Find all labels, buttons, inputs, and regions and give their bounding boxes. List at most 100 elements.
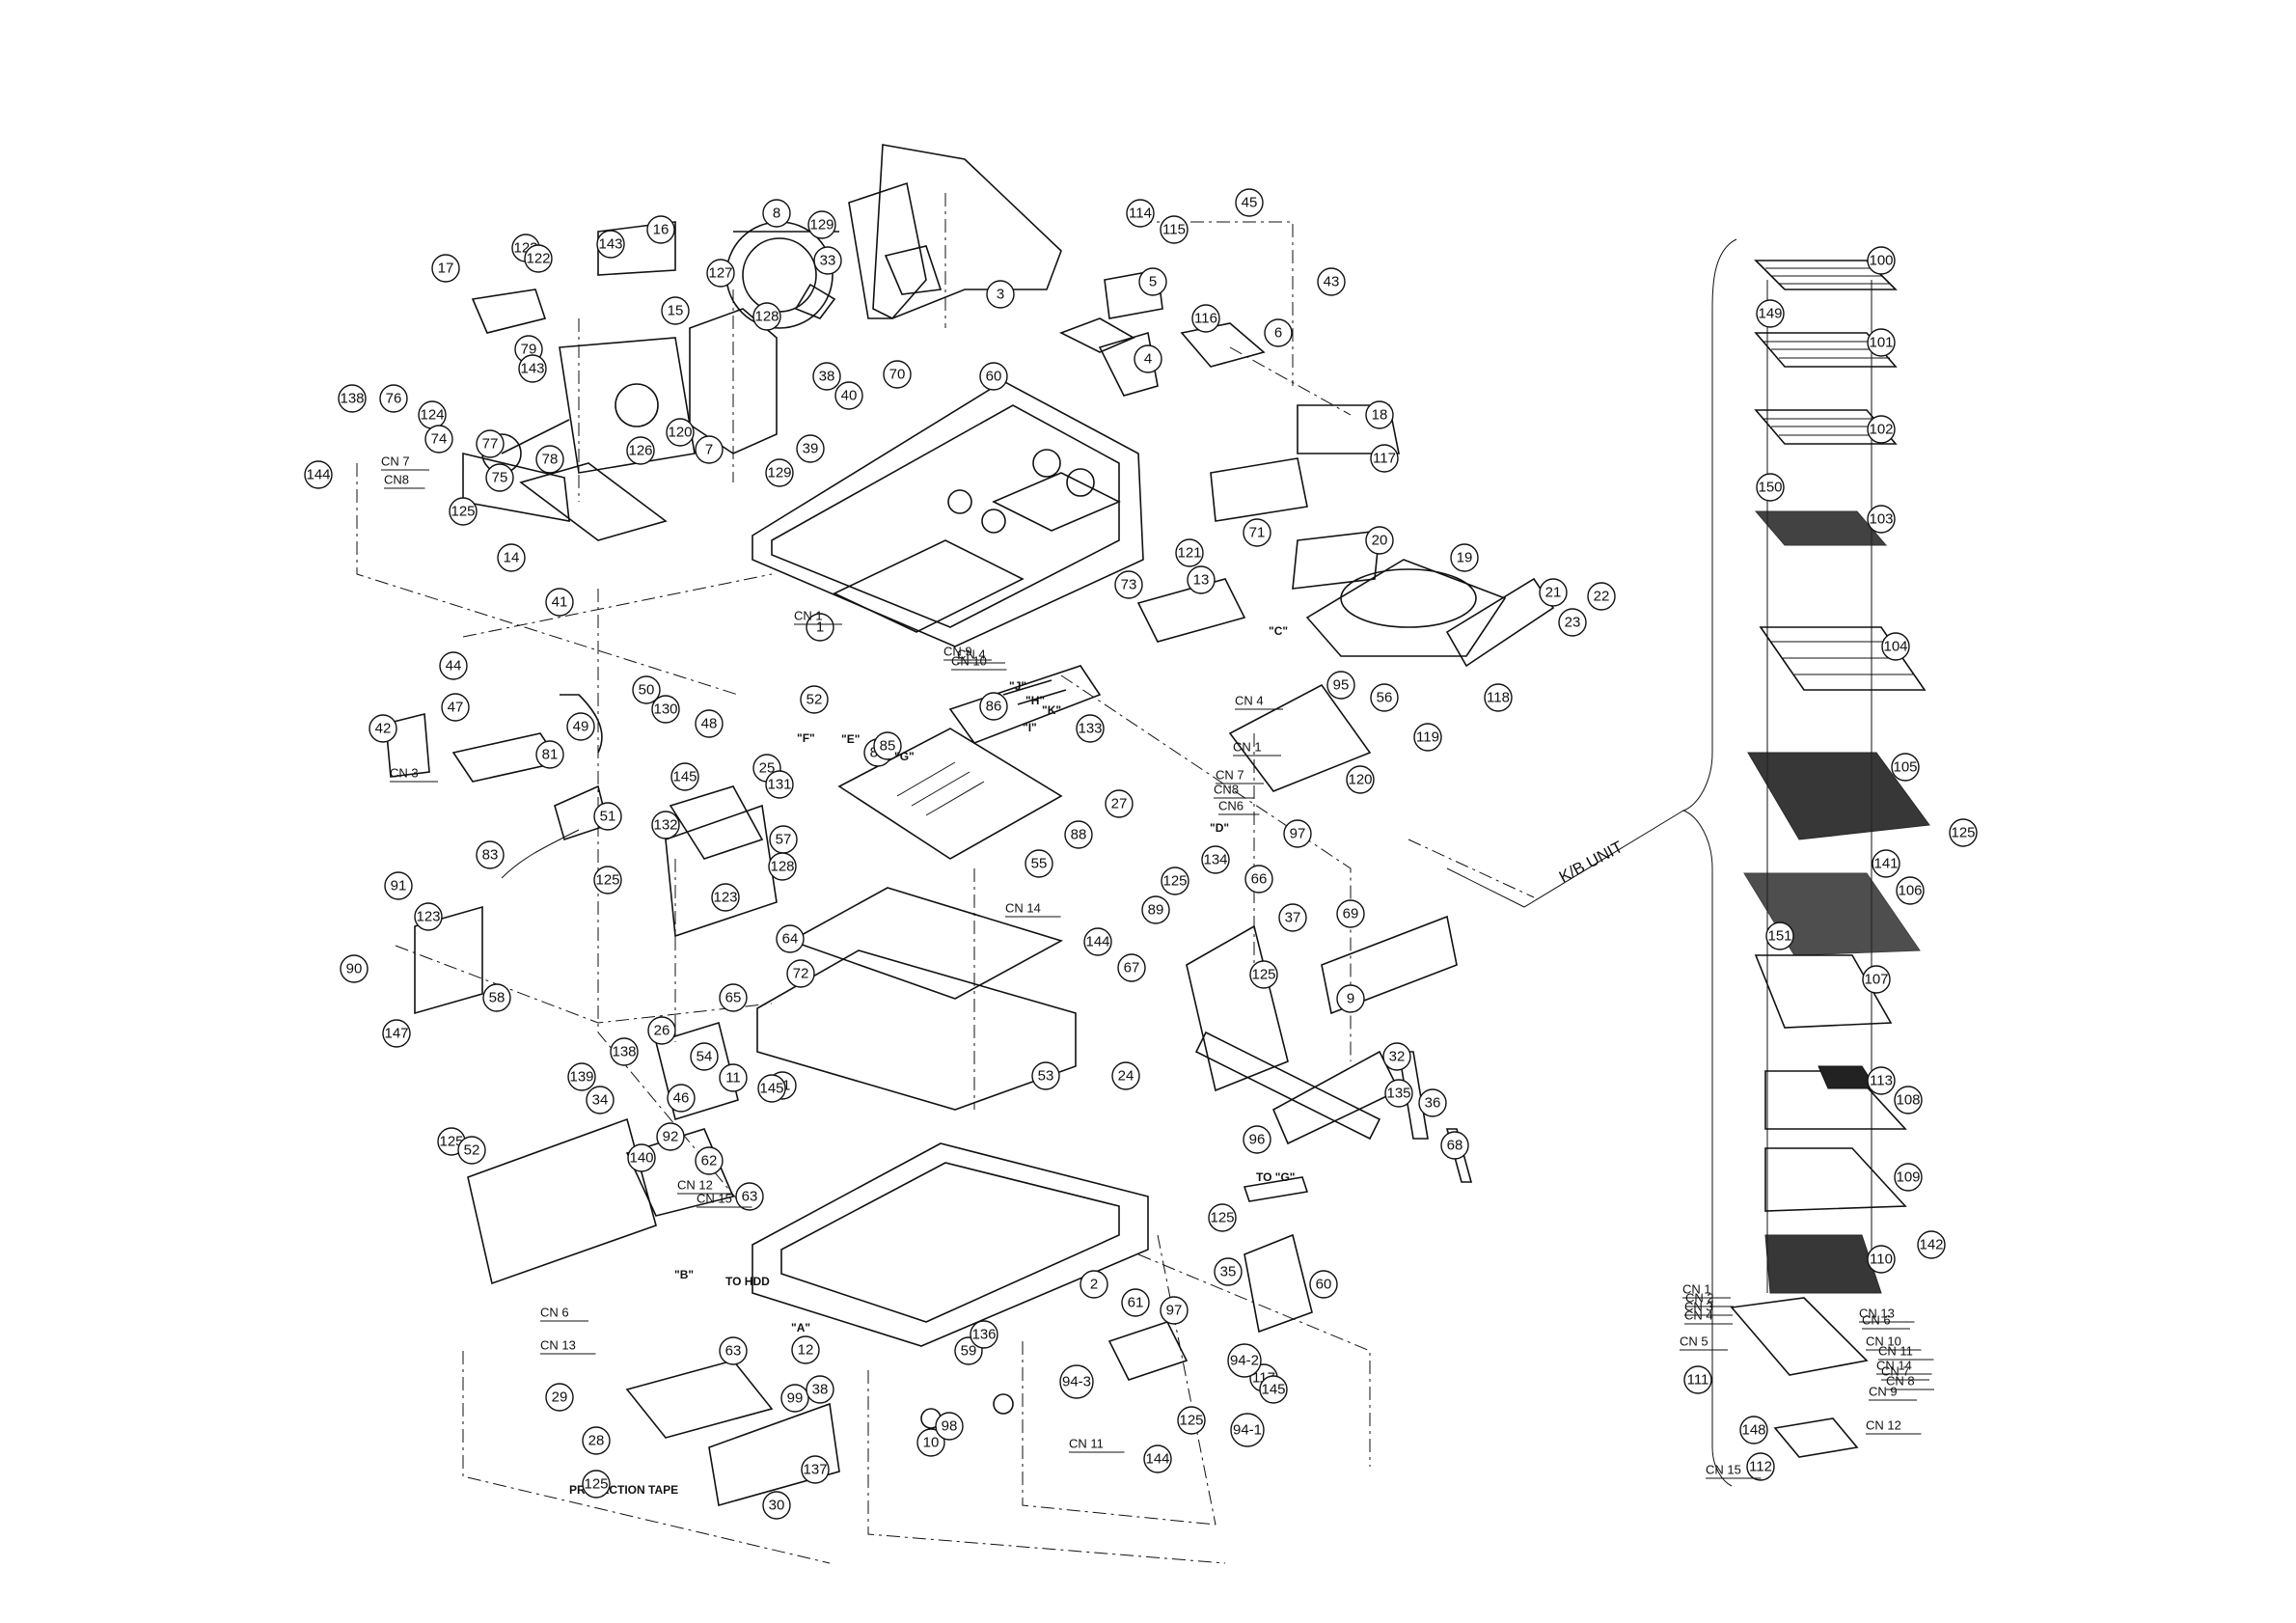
- connector-label: CN 1: [1682, 1282, 1731, 1299]
- part-number-text: 25: [759, 760, 776, 777]
- part-number-text: 38: [812, 1382, 829, 1398]
- connector-text: CN8: [384, 473, 409, 487]
- connector-label: CN 2: [1685, 1291, 1734, 1307]
- part-number-text: 128: [754, 309, 779, 325]
- connector-text: CN 6: [1862, 1313, 1891, 1328]
- part-callout-94-1: 94-1: [1230, 1413, 1265, 1447]
- connector-text: CN 14: [1876, 1359, 1912, 1373]
- part-number-text: 136: [971, 1327, 996, 1343]
- part-number-text: 81: [542, 747, 559, 763]
- part-callout-81: 81: [535, 740, 564, 769]
- part-number-text: 125: [584, 1476, 608, 1493]
- part-callout-45: 45: [1235, 188, 1264, 217]
- part-number-text: 46: [673, 1090, 690, 1107]
- part-callout-88: 88: [1064, 820, 1093, 849]
- part-callout-60: 60: [979, 362, 1008, 391]
- connector-text: CN 11: [1069, 1437, 1104, 1451]
- connector-text: CN 2: [1685, 1291, 1714, 1306]
- part-number-text: 2: [1090, 1277, 1098, 1293]
- part-number-text: 142: [1919, 1237, 1943, 1253]
- part-number-text: 118: [1487, 690, 1510, 706]
- part-callout-144: 144: [1143, 1444, 1172, 1473]
- part-number-text: 88: [1071, 827, 1087, 843]
- part-callout-126: 126: [626, 436, 655, 465]
- part-callout-128: 128: [768, 852, 797, 881]
- part-number-text: 77: [482, 436, 499, 453]
- part-number-text: 123: [416, 909, 440, 925]
- part-callout-33: 33: [813, 246, 842, 275]
- part-number-text: 24: [1118, 1068, 1134, 1085]
- part-number-text: 125: [1951, 825, 1975, 841]
- part-callout-52: 52: [800, 685, 829, 714]
- part-number-text: 13: [1193, 572, 1210, 589]
- part-number-text: 131: [767, 777, 791, 793]
- part-callout-4: 4: [1134, 344, 1162, 373]
- plug-label: "C": [1269, 624, 1288, 638]
- part-number-text: 91: [391, 878, 407, 894]
- part-number-text: 98: [942, 1418, 958, 1435]
- part-callout-145: 145: [757, 1074, 786, 1103]
- part-number-text: 105: [1893, 759, 1917, 776]
- part-callout-125: 125: [1208, 1203, 1237, 1232]
- part-number-text: 65: [725, 990, 742, 1006]
- part-number-text: 104: [1883, 639, 1907, 655]
- part-number-text: 78: [542, 452, 559, 468]
- connector-label: CN 3: [390, 766, 438, 783]
- part-callout-124: 124: [418, 400, 447, 429]
- part-number-text: 33: [820, 253, 836, 269]
- connector-label: CN 1: [794, 609, 842, 625]
- part-number-text: 11: [725, 1070, 741, 1087]
- connector-text: CN 12: [1866, 1418, 1901, 1433]
- part-number-text: 15: [668, 303, 684, 319]
- part-callout-129: 129: [765, 458, 794, 487]
- part-number-text: 125: [595, 872, 619, 889]
- part-number-text: 76: [386, 391, 402, 407]
- main-pcb: [837, 665, 1102, 860]
- part-callout-109: 109: [1894, 1163, 1923, 1192]
- key-sheet-100: [1754, 260, 1898, 290]
- part-number-text: 49: [573, 719, 589, 735]
- part-number-text: 73: [1121, 577, 1137, 593]
- part-callout-150: 150: [1756, 473, 1785, 502]
- key-tops-103: [1754, 510, 1888, 546]
- part-number-text: 96: [1249, 1132, 1266, 1148]
- part-callout-75: 75: [485, 463, 514, 492]
- part-callout-125: 125: [1161, 867, 1189, 895]
- part-number-text: 1: [816, 619, 824, 636]
- part-number-text: 127: [708, 265, 732, 282]
- part-callout-3: 3: [986, 280, 1015, 309]
- part-callout-114: 114: [1126, 199, 1155, 228]
- part-number-text: 38: [819, 369, 835, 385]
- connector-text: CN 3: [1684, 1300, 1713, 1314]
- connector-text: CN 12: [677, 1178, 713, 1193]
- part-callout-147: 147: [382, 1019, 411, 1048]
- part-callout-104: 104: [1881, 632, 1910, 661]
- part-callout-24: 24: [1111, 1061, 1140, 1090]
- part-number-text: 70: [889, 367, 906, 383]
- connector-text: CN8: [1214, 783, 1239, 797]
- part-number-text: 40: [841, 388, 858, 404]
- part-callout-9: 9: [1336, 984, 1365, 1013]
- part-callout-19: 19: [1450, 543, 1479, 572]
- part-number-text: 137: [803, 1462, 827, 1478]
- part-callout-15: 15: [661, 296, 690, 325]
- connector-text: CN 15: [697, 1192, 732, 1206]
- part-number-text: 125: [439, 1134, 463, 1150]
- connector-label: CN 14: [1876, 1359, 1932, 1375]
- part-callout-78: 78: [535, 445, 564, 474]
- plug-label: "J": [1009, 679, 1026, 693]
- part-callout-18: 18: [1365, 400, 1394, 429]
- part-callout-76: 76: [379, 384, 408, 413]
- part-callout-139: 139: [567, 1062, 596, 1091]
- part-callout-14: 14: [497, 543, 526, 572]
- connector-text: CN 13: [540, 1338, 576, 1353]
- part-callout-6: 6: [1264, 318, 1293, 347]
- part-callout-8: 8: [762, 199, 791, 228]
- part-callout-151: 151: [1765, 922, 1794, 950]
- part-callout-11: 11: [719, 1063, 748, 1092]
- part-callout-102: 102: [1867, 415, 1896, 444]
- plug-label: "G": [894, 750, 915, 763]
- part-callout-50: 50: [632, 675, 661, 704]
- part-callout-12: 12: [791, 1335, 820, 1364]
